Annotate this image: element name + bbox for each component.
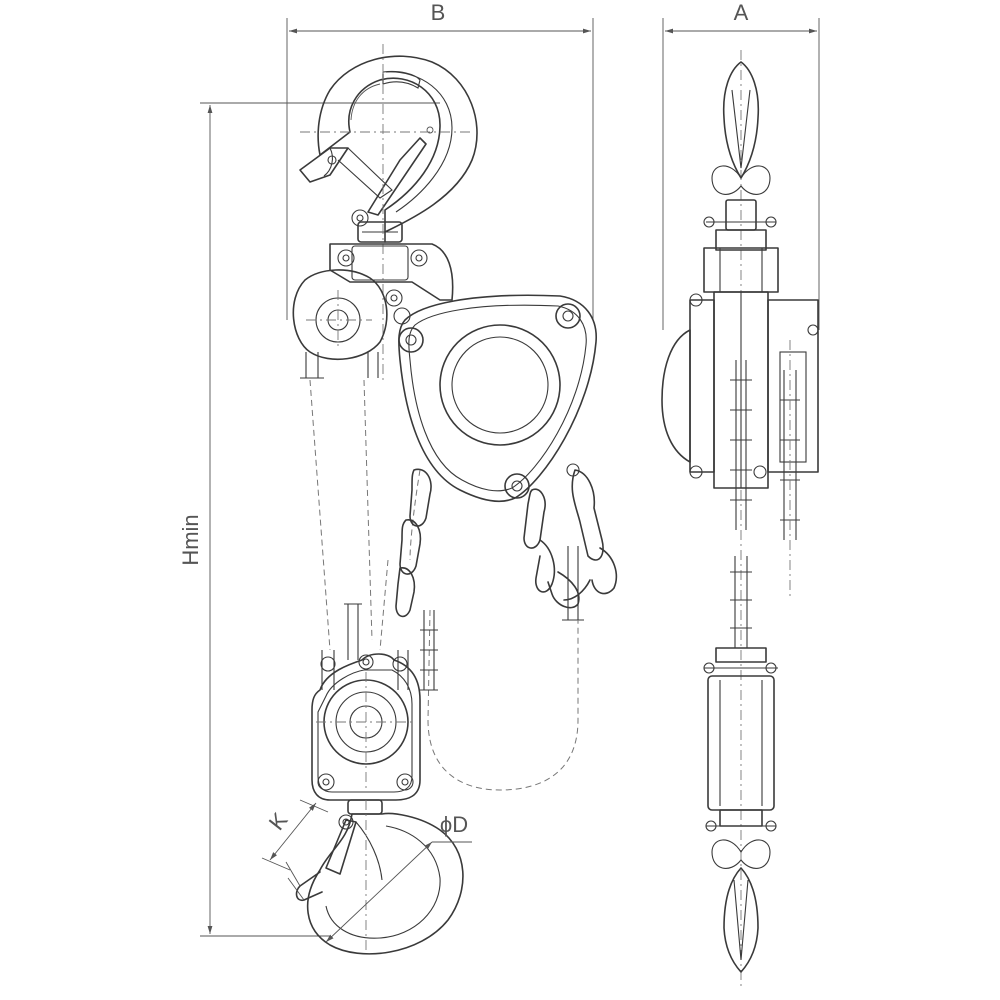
- hand-chain: [409, 469, 618, 791]
- bottom-hook: [285, 800, 464, 955]
- main-housing: [398, 294, 597, 502]
- load-chain: [309, 379, 438, 691]
- dimension-label-d: ϕD: [440, 812, 468, 837]
- top-bracket: [292, 243, 454, 379]
- dimension-label-hmin: Hmin: [178, 514, 203, 565]
- dimension-b: B: [286, 0, 594, 320]
- dimension-label-a: A: [734, 0, 749, 25]
- dimension-d: ϕD: [325, 812, 472, 943]
- top-hook: [299, 44, 478, 380]
- side-view: [661, 50, 819, 990]
- dimension-label-k: K: [264, 808, 293, 835]
- dimension-k: K: [261, 799, 329, 871]
- dimension-label-b: B: [431, 0, 446, 25]
- bottom-block: [311, 603, 421, 815]
- dimension-a: A: [662, 0, 820, 330]
- dimension-hmin: Hmin: [178, 102, 440, 937]
